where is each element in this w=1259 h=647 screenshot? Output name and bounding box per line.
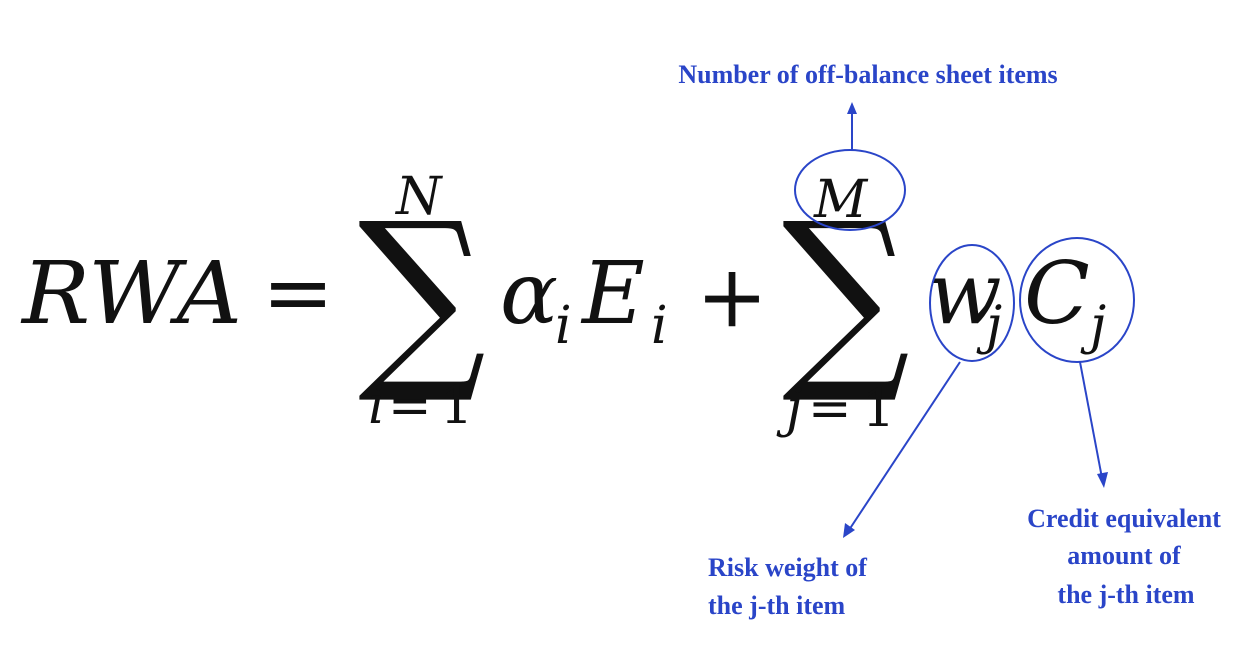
plus-sign: + — [696, 247, 768, 347]
alpha-subscript: i — [555, 296, 572, 356]
sum1-symbol: ∑ — [358, 181, 486, 409]
c-annotation-line1: Credit equivalent — [1027, 504, 1221, 533]
sum2-lower-eq: = — [808, 379, 852, 439]
sum2-upper-limit: M — [813, 170, 869, 230]
sum2-lower-val: 1 — [862, 379, 895, 439]
c-annotation-arrow — [1079, 361, 1108, 488]
w-highlight-circle — [929, 244, 1015, 362]
e-subscript: i — [651, 296, 668, 356]
m-annotation-arrow — [847, 102, 857, 150]
sum1-lower-var: i — [368, 376, 385, 436]
c-annotation-line3: the j-th item — [1057, 580, 1195, 609]
sum2-lower-var: j — [776, 379, 802, 439]
m-highlight-circle — [794, 149, 906, 231]
c-annotation-line2: amount of — [1067, 541, 1181, 570]
w-annotation-line2: the j-th item — [708, 591, 846, 620]
formula-lhs: RWA — [20, 244, 242, 344]
equals-sign: = — [262, 243, 334, 343]
sum1-lower-eq: = — [388, 376, 432, 436]
sum1-upper-limit: N — [394, 167, 443, 227]
sum2-symbol: ∑ — [782, 181, 910, 409]
w-annotation-arrow — [843, 361, 961, 538]
w-symbol: w — [928, 244, 1002, 344]
c-highlight-circle — [1019, 237, 1135, 363]
w-annotation-line1: Risk weight of — [708, 553, 867, 582]
c-symbol: C — [1024, 244, 1090, 344]
e-symbol: E — [580, 244, 645, 344]
sum1-lower-val: 1 — [440, 376, 473, 436]
alpha-symbol: α — [500, 244, 558, 344]
m-annotation-label: Number of off-balance sheet items — [678, 60, 1057, 89]
